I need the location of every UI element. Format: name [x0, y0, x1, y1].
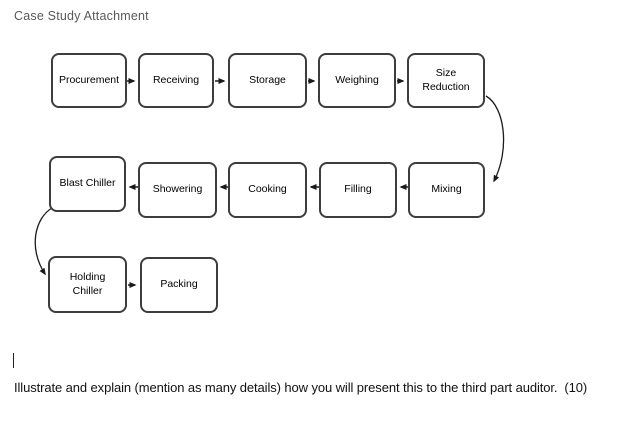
text-cursor[interactable] — [13, 353, 14, 368]
flow-node-label: Holding Chiller — [69, 271, 106, 297]
flow-node-label: Mixing — [431, 183, 462, 196]
flow-node-label: Showering — [152, 183, 203, 196]
flow-node-showering: Showering — [138, 162, 217, 218]
flow-node-label: Blast Chiller — [59, 177, 116, 190]
flow-node-label: Cooking — [248, 183, 287, 196]
flow-node-label: Filling — [344, 183, 372, 196]
question-text: Illustrate and explain (mention as many … — [14, 380, 588, 395]
flow-node-label: Weighing — [335, 73, 379, 86]
flow-node-label: Procurement — [58, 73, 120, 86]
flow-node-weighing: Weighing — [318, 53, 396, 108]
flow-node-holding-chiller: Holding Chiller — [48, 256, 127, 313]
flow-node-packing: Packing — [140, 257, 218, 313]
flow-node-procurement: Procurement — [51, 53, 127, 108]
flow-node-label: Storage — [249, 73, 286, 86]
flow-node-label: Size Reduction — [422, 67, 470, 93]
flow-node-cooking: Cooking — [228, 162, 307, 218]
flow-node-filling: Filling — [319, 162, 397, 218]
flow-node-receiving: Receiving — [138, 53, 214, 108]
flow-node-storage: Storage — [228, 53, 307, 108]
flow-node-size-reduction: Size Reduction — [407, 53, 485, 108]
attachment-header: Case Study Attachment — [14, 9, 149, 23]
flow-node-label: Receiving — [152, 73, 200, 86]
flow-node-mixing: Mixing — [408, 162, 485, 218]
flow-node-blast-chiller: Blast Chiller — [49, 156, 126, 212]
arrow-sizereduction-mixing-curve — [485, 95, 505, 183]
flow-node-label: Packing — [160, 278, 198, 291]
